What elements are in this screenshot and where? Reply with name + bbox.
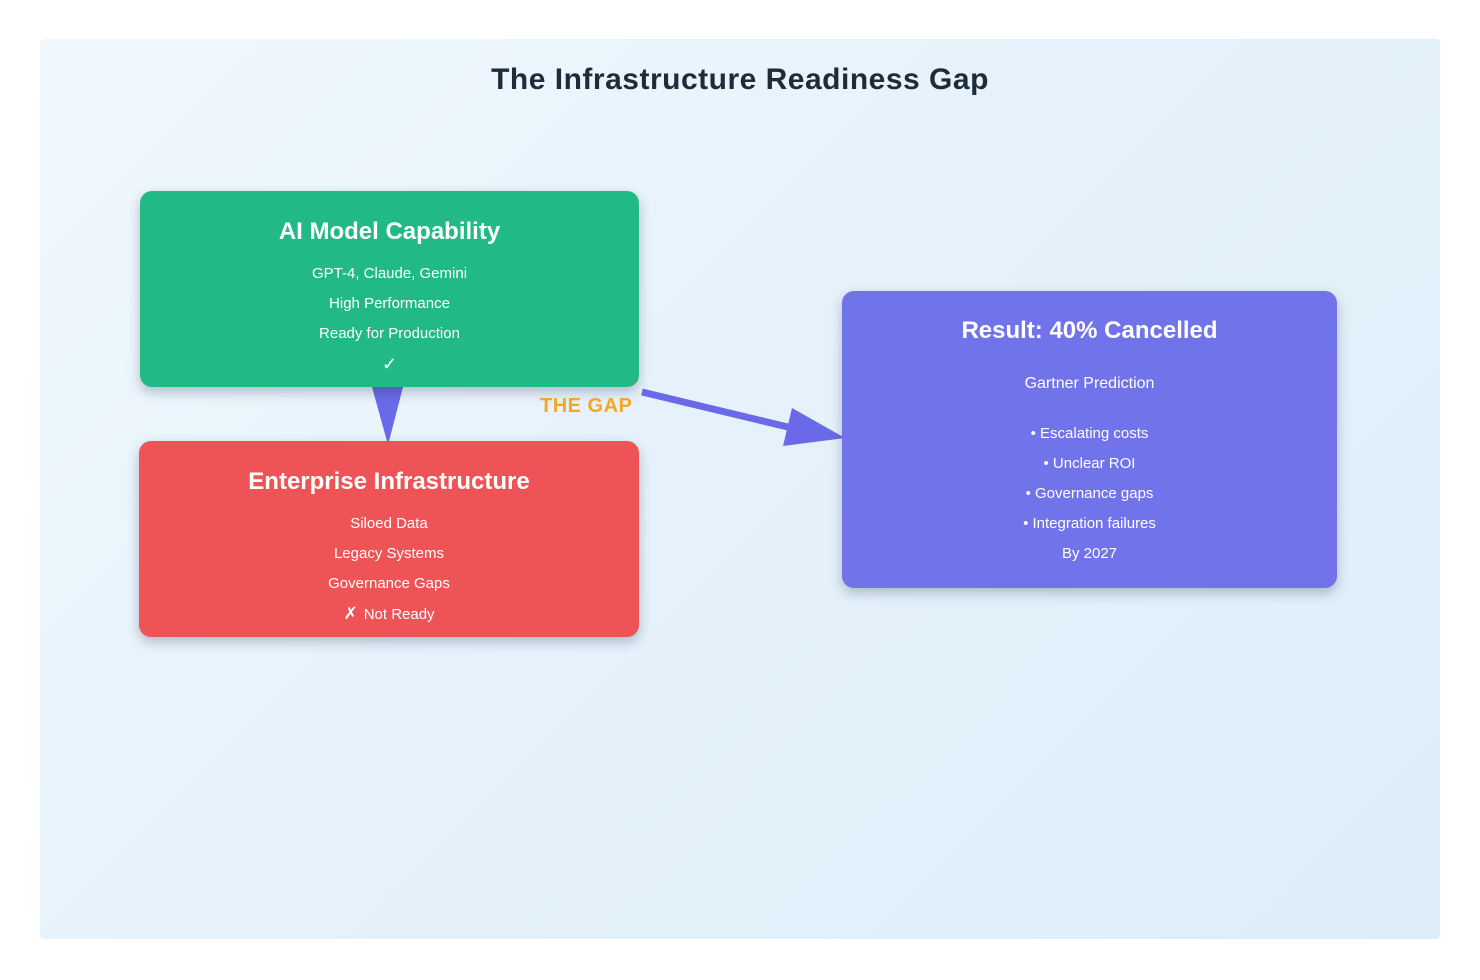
- gap-down-arrow-icon: [372, 387, 403, 445]
- result-arrow-head-icon: [783, 408, 845, 446]
- bullet-item: • Unclear ROI: [1043, 455, 1136, 472]
- result-arrow-line: [641, 388, 793, 432]
- page-title: The Infrastructure Readiness Gap: [491, 63, 989, 96]
- node-line: Legacy Systems: [333, 545, 445, 562]
- node-footer: By 2027: [1061, 545, 1118, 562]
- node-enterprise-infrastructure: Enterprise Infrastructure Siloed Data Le…: [139, 441, 639, 637]
- cross-icon: ✗: [343, 604, 358, 623]
- status-row: ✗ Not Ready: [139, 599, 639, 630]
- bullet-item: • Governance gaps: [1025, 485, 1154, 502]
- gap-label: THE GAP: [540, 395, 633, 417]
- node-result-cancelled: Result: 40% Cancelled Gartner Prediction…: [842, 291, 1337, 588]
- node-line: GPT-4, Claude, Gemini: [311, 265, 468, 282]
- node-line: Ready for Production: [319, 325, 460, 342]
- node-line: High Performance: [329, 295, 450, 312]
- node-line: Siloed Data: [350, 515, 428, 532]
- status-label: Not Ready: [363, 606, 435, 623]
- node-title: Enterprise Infrastructure: [248, 468, 530, 495]
- node-title: AI Model Capability: [278, 218, 501, 245]
- bullet-list: • Escalating costs • Unclear ROI • Gover…: [842, 419, 1337, 569]
- bullet-item: • Integration failures: [1023, 515, 1156, 532]
- node-line: Governance Gaps: [328, 575, 450, 592]
- node-ai-model-capability: AI Model Capability GPT-4, Claude, Gemin…: [140, 191, 639, 387]
- diagram-canvas: The Infrastructure Readiness Gap AI Mode…: [40, 39, 1440, 939]
- node-title: Result: 40% Cancelled: [961, 317, 1218, 344]
- node-subtitle: Gartner Prediction: [1024, 375, 1155, 392]
- bullet-item: • Escalating costs: [1030, 425, 1149, 442]
- checkmark-icon: ✓: [381, 354, 398, 374]
